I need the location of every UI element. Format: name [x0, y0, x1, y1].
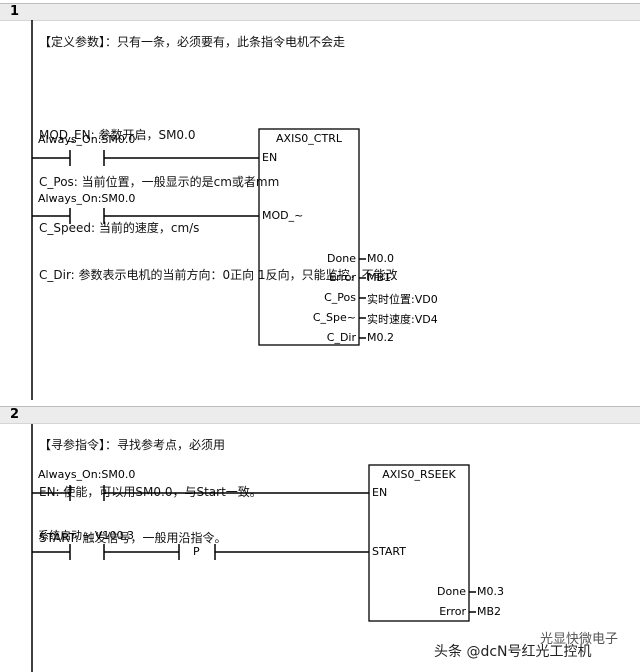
axis0-ctrl-out-cspe: 实时速度:VD4	[367, 313, 438, 326]
axis0-rseek-title: AXIS0_RSEEK	[382, 468, 456, 481]
axis0-ctrl-block	[258, 128, 360, 346]
network-1-comment: 【定义参数】：只有一条，必须要有，此条指令电机不会走 MOD_EN: 参数开启，…	[39, 4, 398, 299]
axis0-rseek-pin-done: Done	[437, 585, 466, 598]
network-2-comment: 【寻参指令】：寻找参考点，必须用 EN: 使能，可以用SM0.0，与Start一…	[39, 407, 262, 562]
axis0-rseek-input-en: EN	[372, 486, 388, 499]
network-1-comment-line-2: MOD_EN: 参数开启，SM0.0	[39, 128, 196, 142]
network-1-contact-2-label: Always_On:SM0.0	[38, 192, 136, 205]
axis0-rseek-input-start: START	[372, 545, 406, 558]
network-1-comment-line-5: C_Dir: 参数表示电机的当前方向：0正向 1反向，只能监控，不能改	[39, 267, 398, 282]
network-2-comment-line-2: START: 触发信号，一般用沿指令。	[39, 531, 227, 545]
axis0-ctrl-pin-cspe: C_Spe~	[312, 311, 356, 324]
axis0-ctrl-input-en: EN	[262, 151, 278, 164]
watermark-handle: @dcN号红光工控机	[466, 644, 592, 660]
network-1-contact-1-label: Always_On:SM0.0	[38, 133, 136, 146]
edge-p-label: P	[193, 545, 200, 558]
network-2-header[interactable]: 2	[0, 406, 640, 424]
axis0-rseek-block	[368, 464, 470, 622]
axis0-ctrl-out-error: MB1	[367, 271, 392, 284]
axis0-rseek-out-done: M0.3	[477, 585, 504, 598]
axis0-ctrl-out-done: M0.0	[367, 252, 394, 265]
network-1-comment-line-4: C_Speed: 当前的速度，cm/s	[39, 221, 200, 235]
watermark: 头条 @dcN号红光工控机	[434, 641, 592, 661]
axis0-ctrl-out-cpos: 实时位置:VD0	[367, 293, 438, 306]
network-2-comment-line-1: EN: 使能，可以用SM0.0，与Start一致。	[39, 484, 262, 499]
axis0-rseek-out-error: MB2	[477, 605, 502, 618]
axis0-ctrl-pin-done: Done	[327, 252, 356, 265]
network-1-number: 1	[10, 4, 20, 19]
network-2-contact-1-label: Always_On:SM0.0	[38, 468, 136, 481]
axis0-rseek-pin-error: Error	[439, 605, 466, 618]
watermark-prefix: 头条	[434, 644, 462, 660]
axis0-ctrl-input-mod: MOD_~	[262, 209, 304, 222]
watermark-overlay: 光显快微电子	[540, 632, 619, 647]
network-1-comment-line-0: 【定义参数】：只有一条，必须要有，此条指令电机不会走	[39, 35, 346, 49]
axis0-ctrl-pin-error: Error	[329, 271, 356, 284]
axis0-ctrl-out-cdir: M0.2	[367, 331, 394, 344]
axis0-ctrl-pin-cpos: C_Pos	[324, 291, 356, 304]
axis0-ctrl-pin-cdir: C_Dir	[326, 331, 356, 344]
network-1-comment-line-3: C_Pos: 当前位置，一般显示的是cm或者mm	[39, 174, 280, 189]
network-1-header[interactable]: 1	[0, 3, 640, 21]
network-2-contact-2-label: 系统启动~:V100.3	[38, 529, 134, 542]
network-2-comment-line-0: 【寻参指令】：寻找参考点，必须用	[39, 438, 226, 452]
axis0-ctrl-title: AXIS0_CTRL	[276, 132, 342, 145]
network-2-number: 2	[10, 407, 20, 422]
